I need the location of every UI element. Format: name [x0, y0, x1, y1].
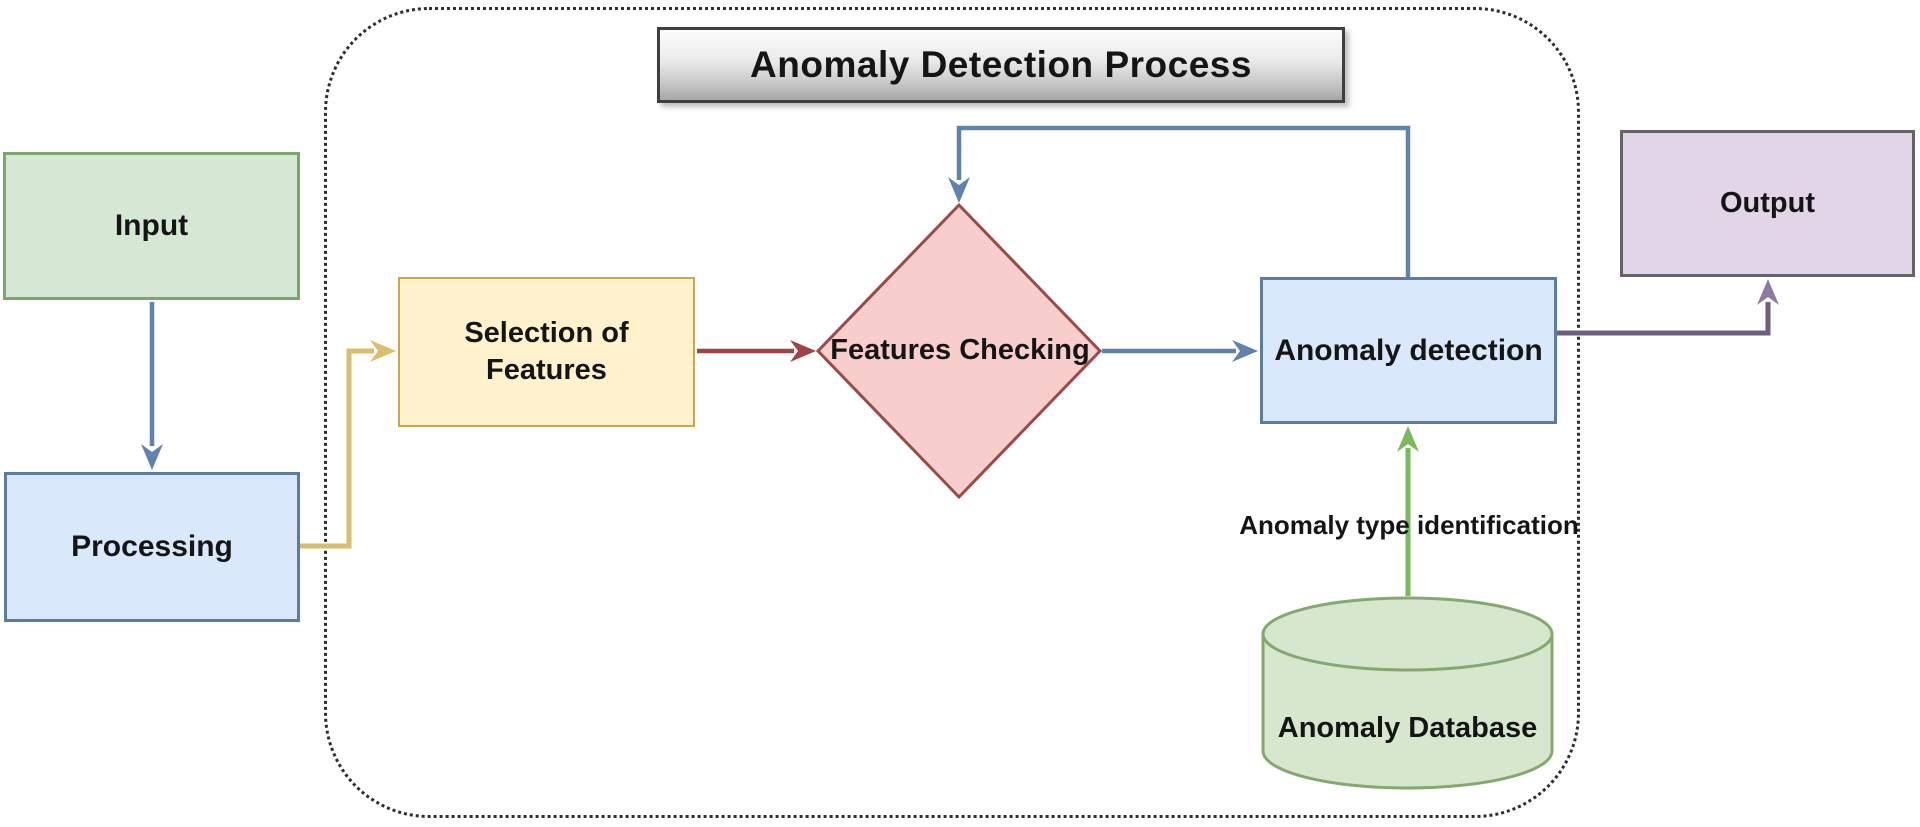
- node-input: Input: [3, 152, 300, 300]
- arrow-selection-to-features-checking: [697, 340, 816, 362]
- node-anomaly-database-label: Anomaly Database: [1277, 712, 1538, 744]
- node-features-checking-label: Features Checking: [830, 334, 1090, 366]
- node-anomaly-detection: Anomaly detection: [1260, 277, 1557, 424]
- arrow-processing-to-selection: [300, 340, 396, 549]
- node-selection-of-features-label: Selection of Features: [464, 317, 629, 386]
- node-anomaly-detection-label: Anomaly detection: [1274, 333, 1543, 367]
- arrow-anomaly-detection-to-output: [1557, 279, 1779, 336]
- arrow-input-to-processing: [141, 302, 163, 470]
- process-boundary-dotted-border: [324, 7, 1580, 818]
- node-input-label: Input: [114, 209, 189, 242]
- diagram-title-text: Anomaly Detection Process: [750, 44, 1252, 85]
- arrow-database-to-anomaly-detection: [1397, 426, 1419, 596]
- features-checking-diamond: [815, 202, 1103, 500]
- edge-label-anomaly-type-identification: Anomaly type identification: [1239, 510, 1579, 540]
- diagram-title: Anomaly Detection Process: [657, 27, 1345, 103]
- node-output-label: Output: [1719, 187, 1815, 219]
- node-processing-label: Processing: [71, 530, 233, 563]
- node-processing: Processing: [4, 472, 300, 622]
- node-selection-of-features: Selection of Features: [398, 277, 695, 427]
- arrow-anomaly-detection-feedback-to-diamond: [948, 125, 1411, 277]
- anomaly-database-cylinder: [1261, 596, 1554, 790]
- node-output: Output: [1620, 130, 1915, 277]
- arrow-features-checking-to-anomaly-detection: [1102, 340, 1258, 362]
